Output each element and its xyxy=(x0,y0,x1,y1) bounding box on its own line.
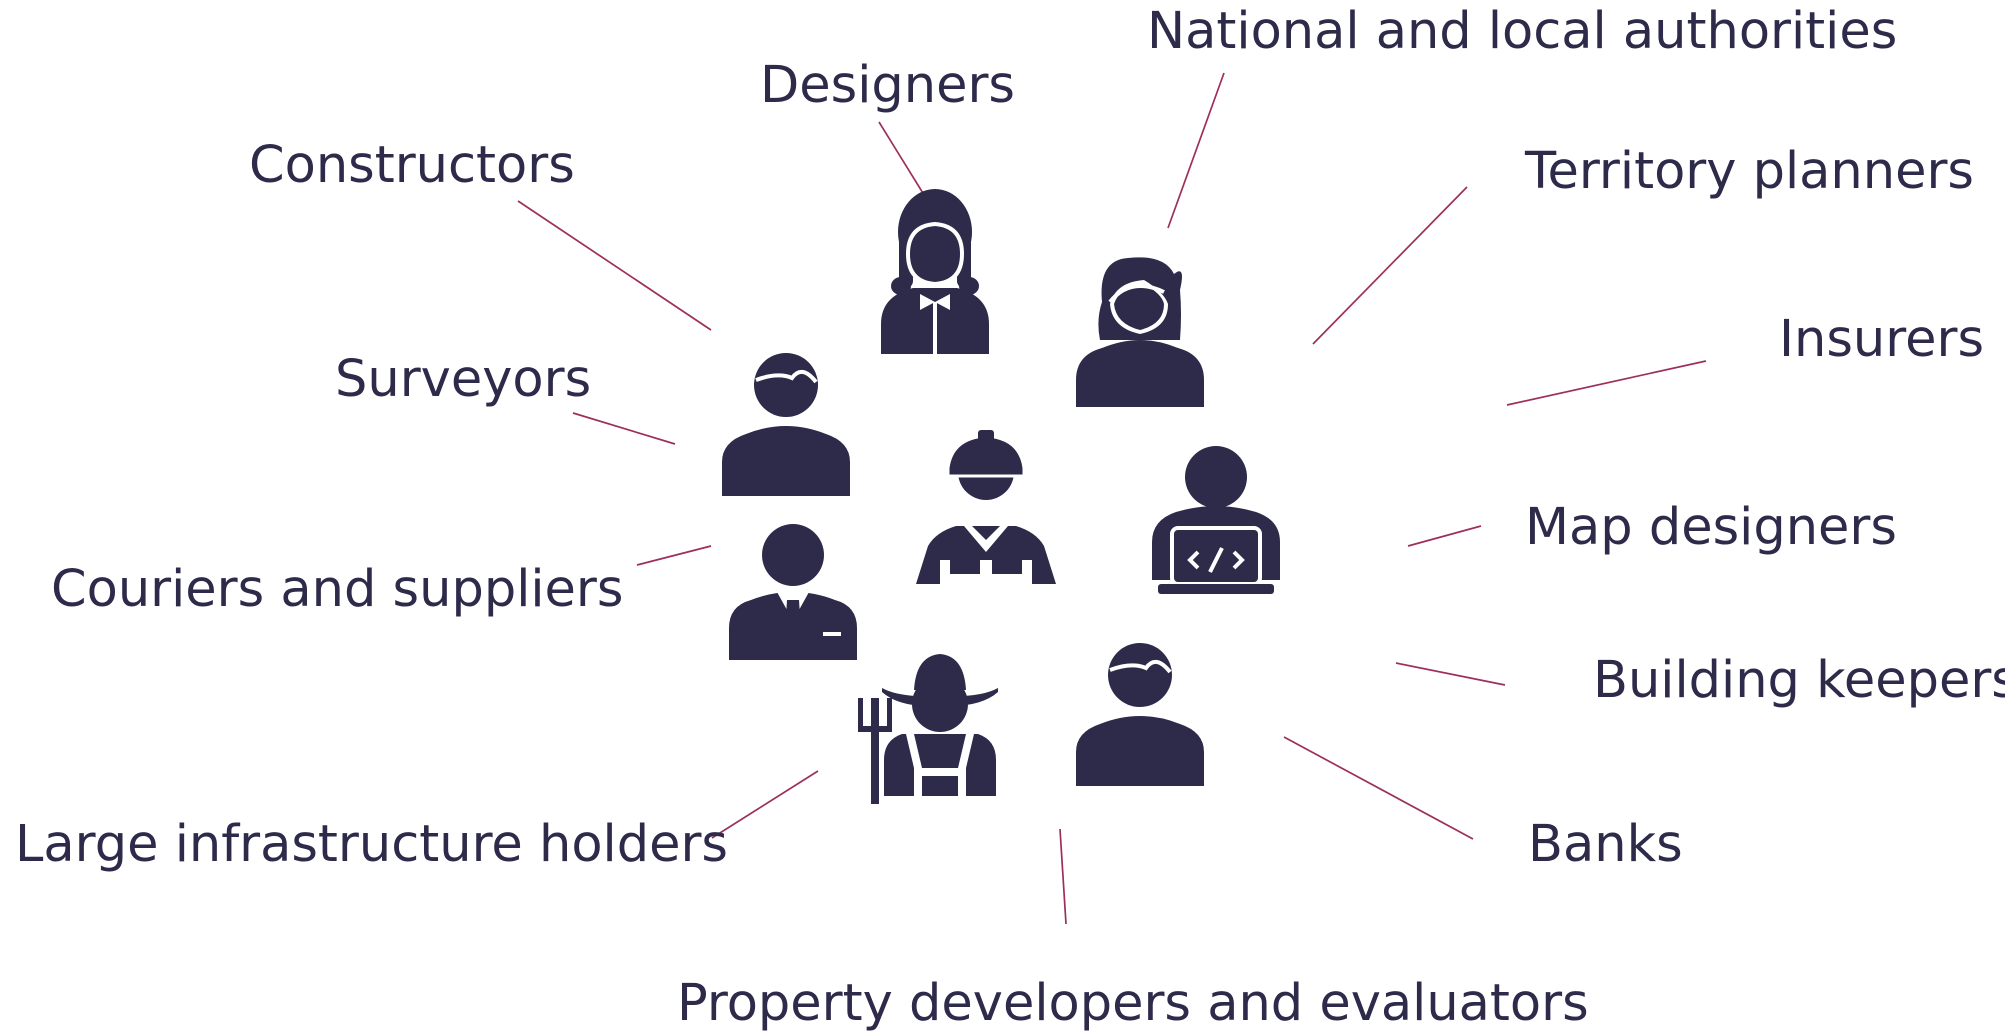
businessman-suit-icon xyxy=(729,524,857,660)
label-surveyors: Surveyors xyxy=(335,350,592,409)
farmer-pitchfork-icon xyxy=(858,654,998,804)
programmer-laptop-icon xyxy=(1152,446,1280,594)
label-designers: Designers xyxy=(760,56,1015,115)
connector-large-infra xyxy=(711,770,819,839)
label-building-keepers: Building keepers xyxy=(1593,651,2005,710)
connector-territory xyxy=(1312,186,1468,345)
people-icons xyxy=(722,189,1280,804)
connector-couriers xyxy=(636,545,712,566)
label-territory-planners: Territory planners xyxy=(1525,142,1974,201)
man-icon xyxy=(1076,643,1204,786)
connector-lines xyxy=(517,72,1707,925)
connector-national xyxy=(1167,72,1225,229)
connector-building-keepers xyxy=(1395,662,1506,686)
label-property-developers: Property developers and evaluators xyxy=(677,974,1589,1033)
label-national-authorities: National and local authorities xyxy=(1147,2,1898,61)
connector-constructors xyxy=(517,200,712,331)
connector-map-designers xyxy=(1407,525,1482,547)
label-large-infrastructure-holders: Large infrastructure holders xyxy=(15,815,729,874)
woman-bowtie-icon xyxy=(881,189,989,354)
connector-insurers xyxy=(1506,360,1707,406)
label-constructors: Constructors xyxy=(249,136,575,195)
connector-property xyxy=(1059,828,1067,925)
label-insurers: Insurers xyxy=(1779,310,1985,369)
woman-ponytail-icon xyxy=(1076,257,1204,407)
connector-surveyors xyxy=(572,412,676,445)
label-couriers-suppliers: Couriers and suppliers xyxy=(51,560,624,619)
label-banks: Banks xyxy=(1528,815,1683,874)
man-icon xyxy=(722,353,850,496)
construction-worker-icon xyxy=(916,430,1056,584)
label-map-designers: Map designers xyxy=(1525,498,1897,557)
connector-banks xyxy=(1283,736,1474,840)
